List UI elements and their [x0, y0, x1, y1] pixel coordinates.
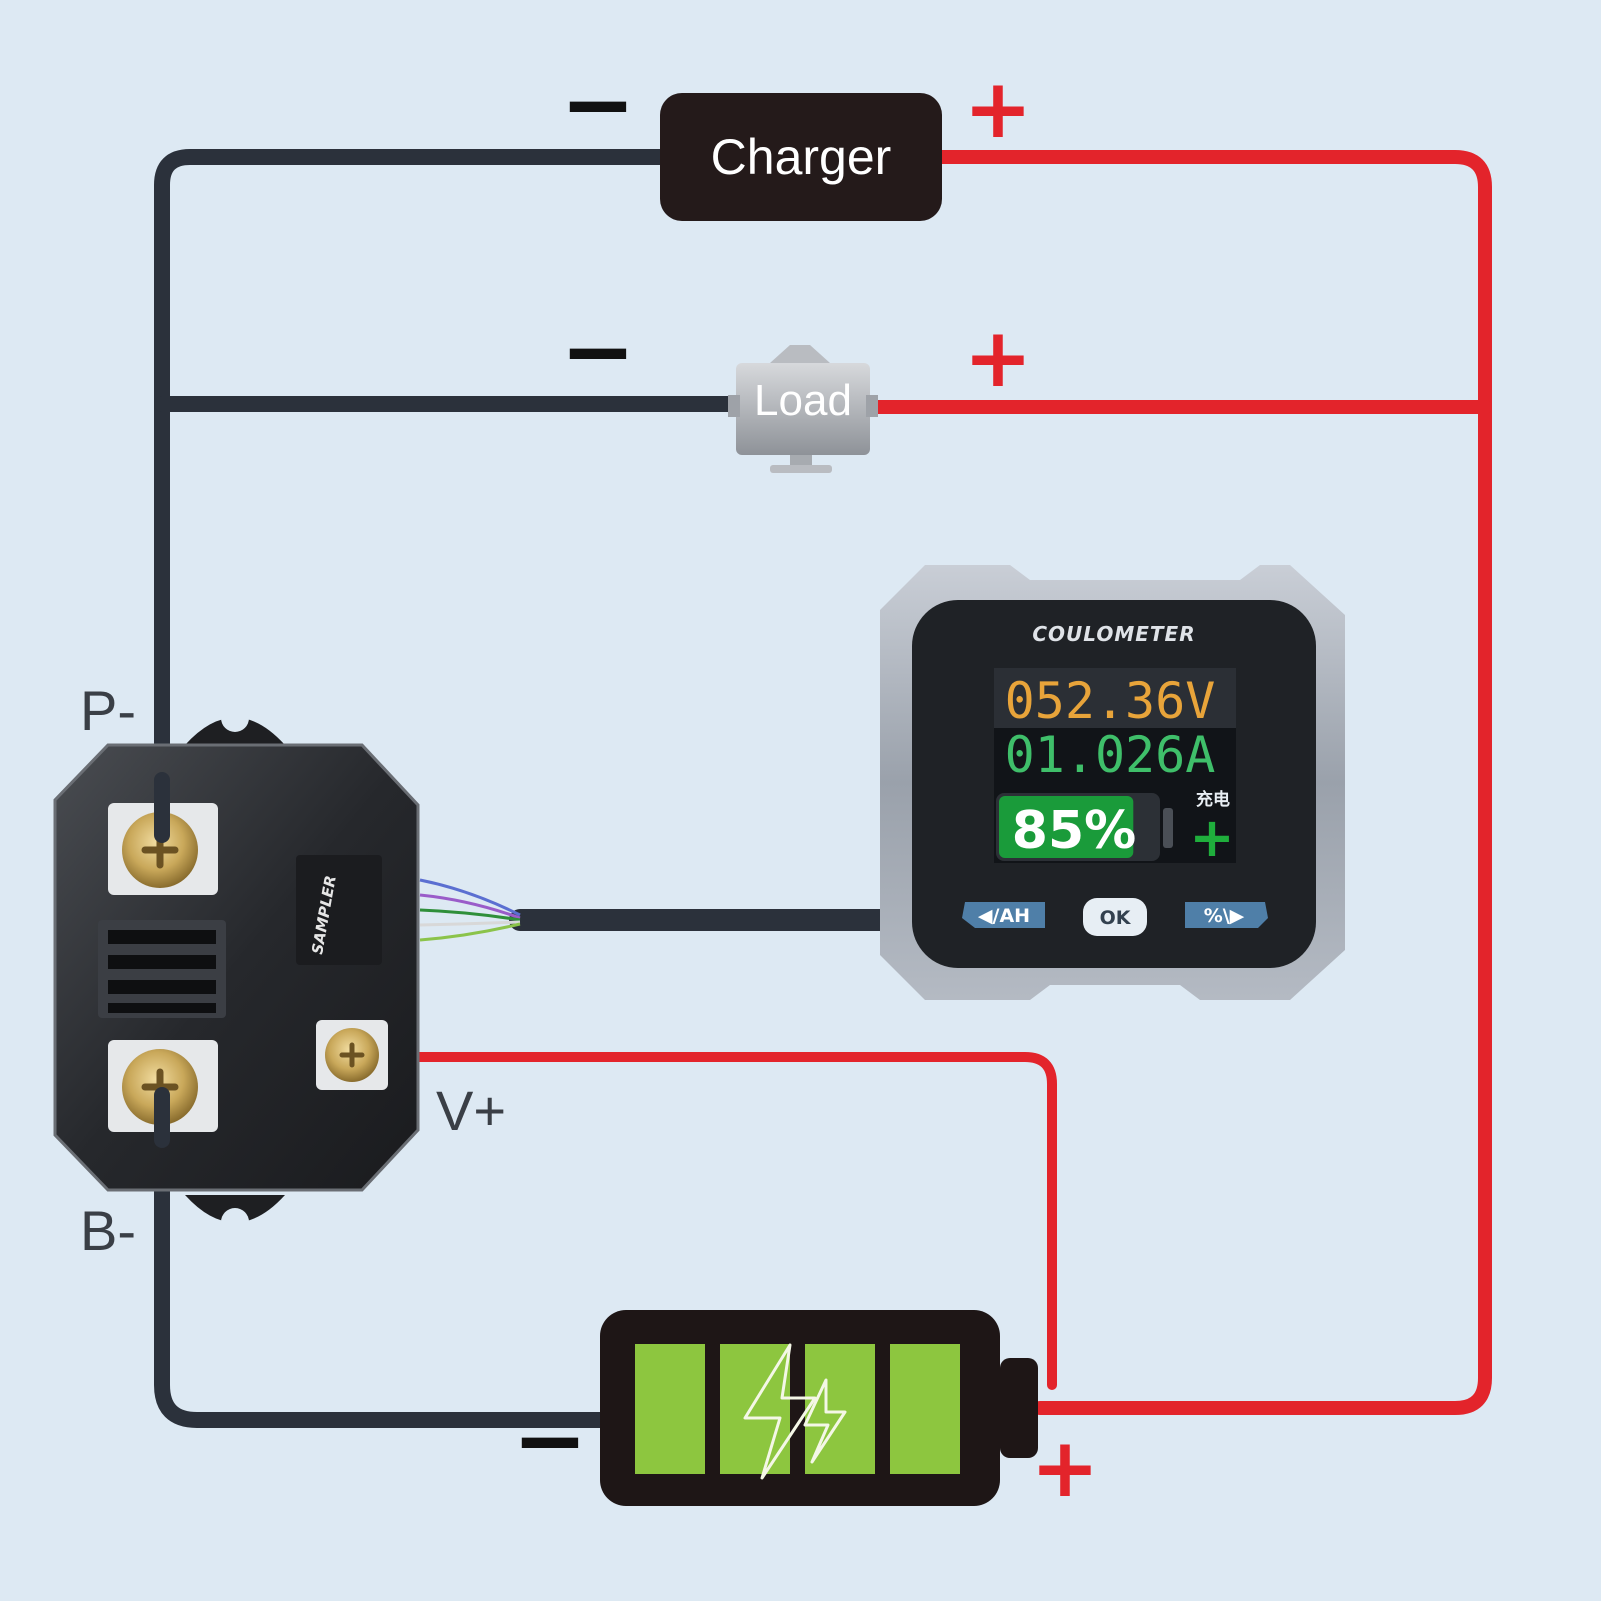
- b-minus-label: B-: [80, 1199, 136, 1262]
- vent-grille: [98, 920, 226, 1018]
- charger-positive-wire: [933, 150, 1492, 1415]
- lcd-charging-plus-icon: +: [1189, 806, 1234, 869]
- positive-wires: [367, 150, 1492, 1415]
- v-plus-label: V+: [436, 1079, 506, 1142]
- battery-negative-wire: [154, 1102, 608, 1428]
- v-plus-screw-terminal: [316, 1020, 388, 1090]
- coulometer: COULOMETER 052.36V 01.026A 85% 充电 + ◀/AH…: [880, 565, 1345, 1000]
- sampler-module: SAMPLER: [53, 704, 420, 1236]
- lightning-icon: [743, 1343, 847, 1480]
- right-percent-button[interactable]: %\▶: [1185, 902, 1268, 928]
- charger-box: [660, 93, 942, 221]
- battery-minus-sign: −: [512, 1388, 587, 1493]
- charger-minus-sign: −: [560, 52, 635, 157]
- lcd-voltage: 052.36V: [1005, 672, 1216, 730]
- load: Load: [728, 345, 878, 473]
- charger: Charger: [660, 93, 942, 221]
- left-ah-button-label: ◀/AH: [978, 905, 1030, 927]
- load-minus-sign: −: [560, 299, 635, 404]
- load-device-top: [770, 345, 830, 363]
- charger-negative-wire: [154, 149, 668, 828]
- lcd-battery-fill: [999, 796, 1134, 858]
- left-ah-button[interactable]: ◀/AH: [962, 902, 1045, 928]
- battery-cell-4: [890, 1344, 960, 1474]
- charger-label: Charger: [711, 129, 892, 185]
- ok-button-label: OK: [1100, 907, 1132, 929]
- p-minus-label: P-: [80, 679, 136, 742]
- vplus-sense-wire: [367, 1052, 1057, 1390]
- ok-button[interactable]: OK: [1083, 898, 1147, 936]
- charger-plus-sign: +: [964, 62, 1033, 157]
- battery-terminal-cap: [1000, 1358, 1038, 1458]
- load-plus-sign: +: [964, 311, 1033, 406]
- data-cable-wires: [419, 878, 521, 942]
- lcd-percent: 85%: [1012, 801, 1136, 861]
- lcd-current: 01.026A: [1005, 726, 1216, 784]
- battery-plus-sign: +: [1031, 1421, 1100, 1516]
- lcd-mode: 充电: [1196, 789, 1230, 810]
- load-label: Load: [754, 376, 852, 425]
- right-percent-button-label: %\▶: [1204, 905, 1245, 927]
- negative-wires: [154, 149, 891, 1428]
- battery-cell-1: [635, 1344, 705, 1474]
- battery: [600, 1310, 1038, 1506]
- coulometer-title: COULOMETER: [1032, 622, 1195, 646]
